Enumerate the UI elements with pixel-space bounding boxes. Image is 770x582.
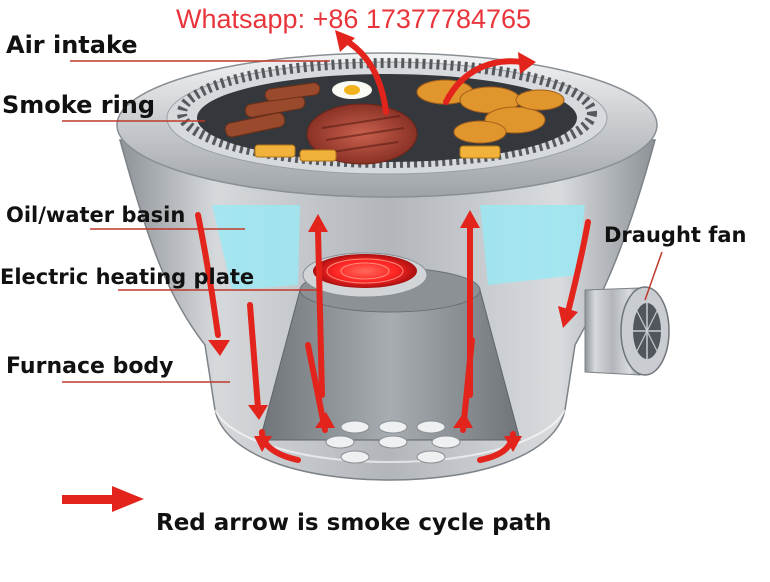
- electric-heating-plate-shape: [302, 252, 428, 298]
- arrow-up-left-chimney: [315, 227, 325, 398]
- callout-lines: [62, 60, 663, 383]
- arrow-down-left-inner: [247, 302, 261, 411]
- draught-fan-shape: [584, 286, 670, 376]
- label-oil-water-basin: Oil/water basin: [6, 203, 186, 227]
- whatsapp-contact: Whatsapp: +86 17377784765: [176, 4, 532, 34]
- label-draught-fan: Draught fan: [604, 223, 747, 247]
- arrow-top-right-arc: [443, 58, 525, 105]
- smoke-cycle-arrows: [195, 37, 591, 463]
- smoke-cycle-arrowheads: [208, 30, 578, 452]
- label-electric-heating-plate: Electric heating plate: [0, 265, 255, 289]
- legend-caption: Red arrow is smoke cycle path: [156, 510, 552, 536]
- arrow-top-left-arc: [342, 37, 389, 115]
- arrow-down-left-outer: [195, 212, 221, 338]
- base-vent-holes: [325, 420, 461, 464]
- label-furnace-body: Furnace body: [6, 354, 174, 379]
- red-arrow-icon: [62, 486, 144, 512]
- arrow-down-right: [565, 219, 591, 315]
- label-air-intake: Air intake: [6, 31, 138, 59]
- label-smoke-ring: Smoke ring: [2, 91, 156, 119]
- arrow-bottom-left: [259, 429, 301, 463]
- oil-water-basin-shape: [212, 205, 585, 290]
- grilled-food: [224, 79, 565, 165]
